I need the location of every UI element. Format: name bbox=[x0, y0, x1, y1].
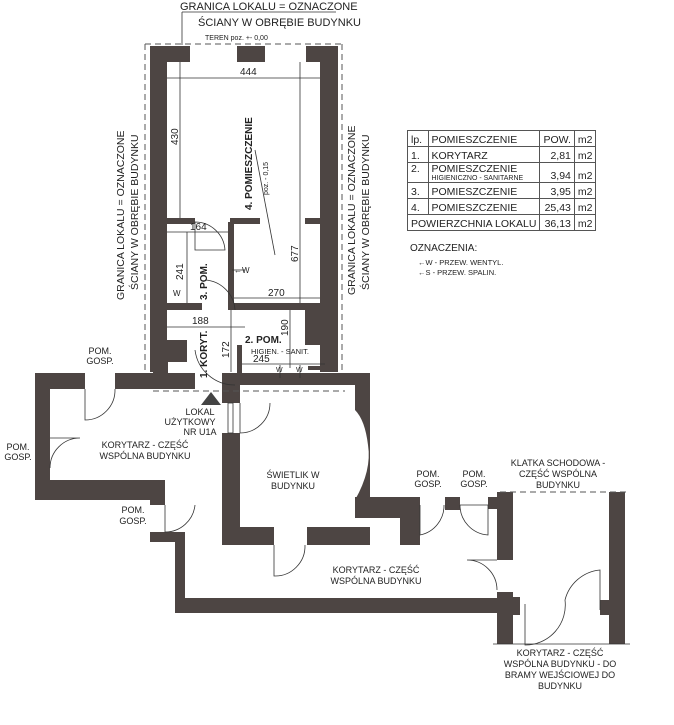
corridor-3-label-3: BRAMY WEJŚCIOWEJ DO bbox=[505, 669, 615, 680]
header-room: POMIESZCZENIE bbox=[427, 130, 541, 147]
right-boundary-label-2: ŚCIANY W OBRĘBIE BUDYNKU bbox=[359, 134, 372, 290]
unit-label-2: UŻYTKOWY bbox=[165, 417, 216, 427]
dim-164: 164 bbox=[190, 222, 207, 233]
top-boundary-label-2: ŚCIANY W OBRĘBIE BUDYNKU bbox=[198, 16, 361, 29]
total-unit: m2 bbox=[573, 214, 597, 231]
corridor-2-label-1: KORYTARZ - CZĘŚĆ bbox=[333, 564, 420, 575]
pom-gosp-1-a: POM. bbox=[88, 346, 111, 356]
header-lp: lp. bbox=[407, 130, 429, 147]
row-lp: 3. bbox=[407, 182, 429, 199]
terrain-level: TEREN poz. +- 0,00 bbox=[205, 35, 268, 42]
legend-vent: ←W - PRZEW. WENTYL. bbox=[418, 258, 504, 267]
header-unit: m2 bbox=[573, 130, 597, 147]
dim-677: 677 bbox=[290, 245, 301, 262]
row-area: 3,95 bbox=[539, 182, 575, 199]
dim-430: 430 bbox=[170, 128, 181, 145]
dimension-lines bbox=[167, 62, 325, 378]
stairs-label-1: KLATKA SCHODOWA - bbox=[511, 458, 606, 468]
pom-gosp-4-a: POM. bbox=[416, 469, 439, 479]
left-boundary-label-1: GRANICA LOKALU = OZNACZONE bbox=[115, 131, 127, 301]
total-label: POWIERZCHNIA LOKALU bbox=[406, 214, 541, 231]
area-table: lp. POMIESZCZENIE POW. m2 1. KORYTARZ 2,… bbox=[406, 130, 597, 231]
table-row: 3. POMIESZCZENIE 3,95 m2 bbox=[407, 182, 597, 199]
pom-gosp-1-b: GOSP. bbox=[86, 356, 113, 366]
skylight-label-2: BUDYNKU bbox=[271, 481, 315, 491]
dim-245: 245 bbox=[253, 354, 270, 365]
room-4-level: poz. - 0,15 bbox=[263, 162, 270, 195]
dim-241: 241 bbox=[175, 263, 186, 280]
vent-w-2: W bbox=[276, 367, 283, 374]
room-2-sub: HIGIEN. - SANIT. bbox=[251, 347, 309, 356]
legend-notes: OZNACZENIA: ←W - PRZEW. WENTYL. ←S - PRZ… bbox=[410, 243, 503, 278]
vent-w-arrow: ←W bbox=[234, 266, 250, 275]
pom-gosp-3-a: POM. bbox=[121, 505, 144, 515]
dim-172: 172 bbox=[221, 341, 232, 358]
stairs-label-3: BUDYNKU bbox=[536, 480, 580, 490]
corridor-3-label-1: KORYTARZ - CZĘŚĆ bbox=[517, 647, 604, 658]
corridor-1-label-1: KORYTARZ - CZĘŚĆ bbox=[102, 439, 189, 450]
walls bbox=[35, 46, 625, 644]
dim-270: 270 bbox=[268, 288, 285, 299]
room-1-label: 1. KORYT. bbox=[199, 330, 210, 378]
row-lp: 4. bbox=[407, 198, 429, 215]
row-area: 2,81 bbox=[539, 146, 575, 163]
row-name: POMIESZCZENIE bbox=[431, 163, 518, 175]
pom-gosp-3-b: GOSP. bbox=[119, 516, 146, 526]
legend-title: OZNACZENIA: bbox=[410, 243, 478, 254]
row-unit: m2 bbox=[573, 146, 597, 163]
row-name: POMIESZCZENIE bbox=[427, 182, 541, 199]
entrance-marker-icon bbox=[201, 392, 221, 405]
corridor-2-label-2: WSPÓLNA BUDYNKU bbox=[330, 576, 421, 586]
vent-w-3: W bbox=[296, 367, 303, 374]
stairs-label-2: CZĘŚĆ WSPÓLNA bbox=[519, 468, 597, 479]
room-3-label: 3. POM. bbox=[199, 263, 210, 300]
legend-flue: ←S - PRZEW. SPALIN. bbox=[418, 268, 497, 277]
table-header: lp. POMIESZCZENIE POW. m2 bbox=[407, 130, 597, 147]
doors bbox=[49, 221, 601, 646]
dim-188: 188 bbox=[192, 316, 209, 327]
skylight-label-1: ŚWIETLIK W bbox=[266, 469, 320, 480]
right-boundary-label-1: GRANICA LOKALU = OZNACZONE bbox=[346, 126, 358, 296]
table-row: 1. KORYTARZ 2,81 m2 bbox=[407, 146, 597, 163]
pom-gosp-2-b: GOSP. bbox=[4, 452, 31, 462]
room-4-label: 4. POMIESZCZENIE bbox=[244, 117, 255, 210]
row-unit: m2 bbox=[573, 198, 597, 215]
row-unit: m2 bbox=[573, 162, 597, 183]
unit-label-3: NR U1A bbox=[183, 427, 216, 437]
row-unit: m2 bbox=[573, 182, 597, 199]
total-area: 36,13 bbox=[539, 214, 575, 231]
corridor-3-label-2: WSPÓLNA BUDYNKU - DO bbox=[504, 659, 617, 669]
row-sub: HIGIENICZNO - SANITARNE bbox=[431, 175, 524, 182]
row-name: KORYTARZ bbox=[427, 146, 541, 163]
corridor-1-label-2: WSPÓLNA BUDYNKU bbox=[99, 451, 190, 461]
row-lp: 2. bbox=[407, 162, 429, 183]
top-boundary-label-1: GRANICA LOKALU = OZNACZONE bbox=[180, 1, 358, 13]
pom-gosp-5-b: GOSP. bbox=[460, 479, 487, 489]
left-boundary-label-2: ŚCIANY W OBRĘBIE BUDYNKU bbox=[128, 134, 141, 290]
table-row: 4. POMIESZCZENIE 25,43 m2 bbox=[407, 198, 597, 215]
header-area: POW. bbox=[539, 130, 575, 147]
vent-w-1: W bbox=[173, 289, 181, 298]
row-lp: 1. bbox=[407, 146, 429, 163]
pom-gosp-4-b: GOSP. bbox=[414, 479, 441, 489]
dim-190: 190 bbox=[280, 319, 291, 336]
corridor-3-label-4: BUDYNKU bbox=[538, 681, 582, 691]
row-area: 3,94 bbox=[539, 162, 575, 183]
pom-gosp-2-a: POM. bbox=[6, 442, 29, 452]
pom-gosp-5-a: POM. bbox=[462, 469, 485, 479]
room-2-label: 2. POM. bbox=[245, 335, 282, 346]
row-name: POMIESZCZENIE bbox=[427, 198, 541, 215]
table-total-row: POWIERZCHNIA LOKALU 36,13 m2 bbox=[406, 214, 597, 231]
row-area: 25,43 bbox=[539, 198, 575, 215]
unit-label-1: LOKAL bbox=[185, 407, 214, 417]
dim-444: 444 bbox=[240, 67, 257, 78]
